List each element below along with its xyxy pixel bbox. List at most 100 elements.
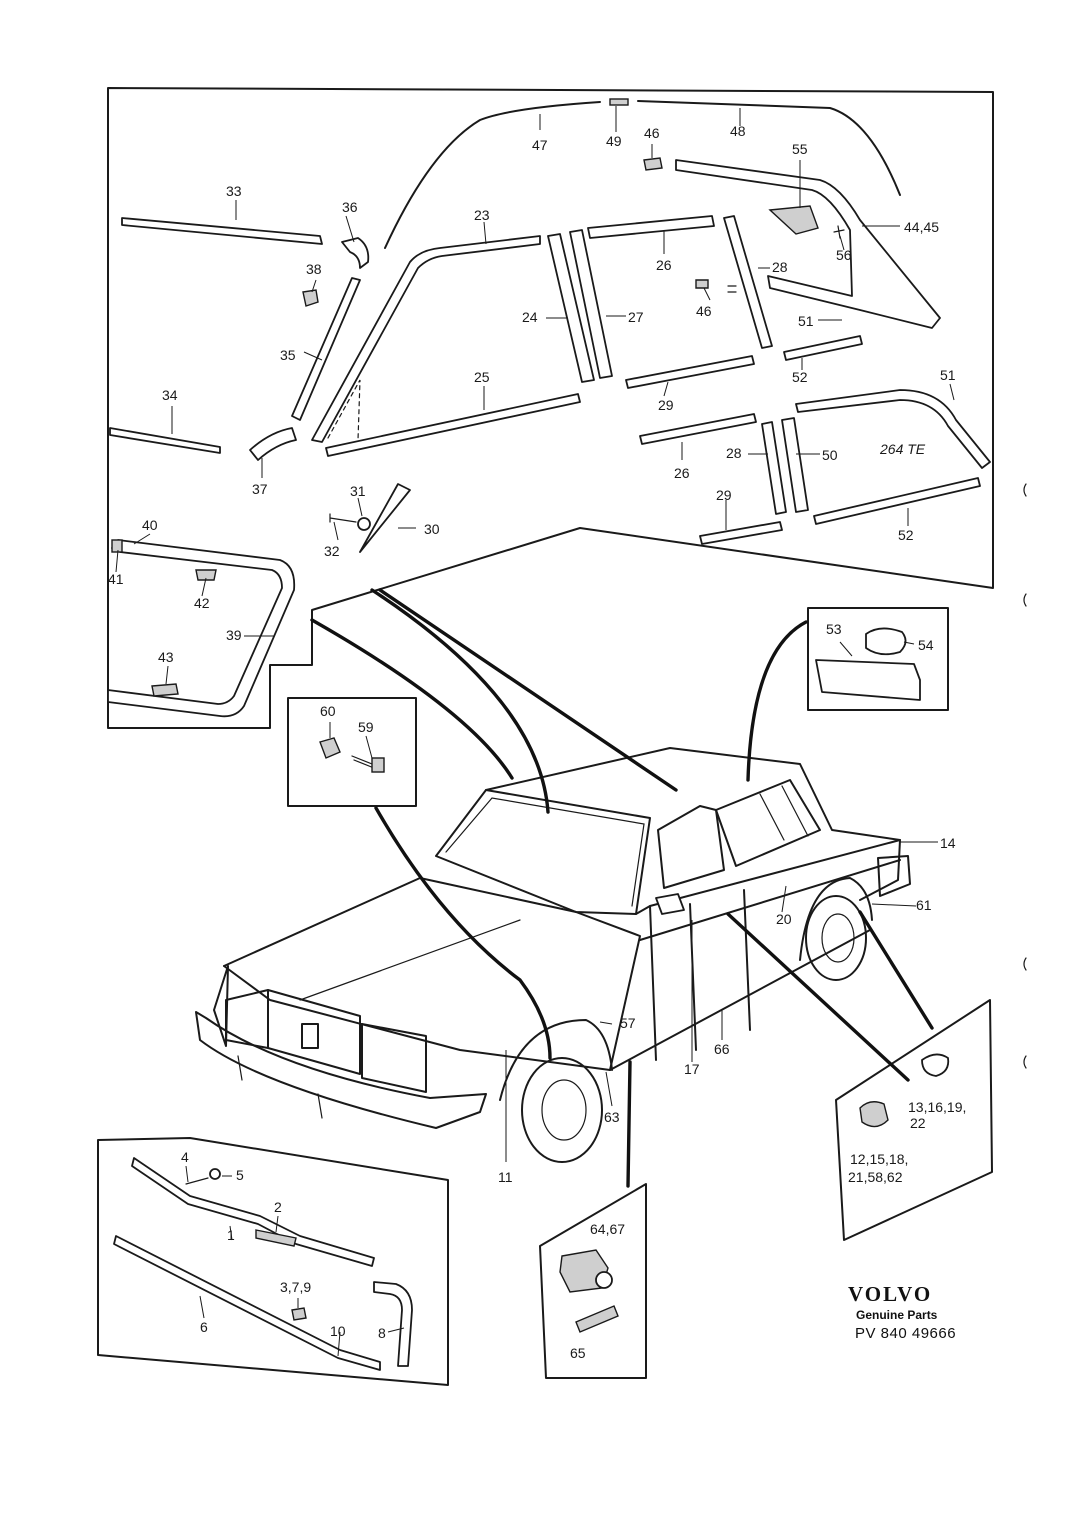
label-40: 40 <box>142 517 158 533</box>
label-36: 36 <box>342 199 358 215</box>
label-5: 5 <box>236 1167 244 1183</box>
part-54-clip <box>865 627 907 656</box>
label-43: 43 <box>158 649 174 665</box>
part-46-clip-mid <box>695 279 709 289</box>
part-32-bolt <box>329 513 357 523</box>
label-21-58-62: 21,58,62 <box>848 1169 903 1185</box>
label-54: 54 <box>918 637 934 653</box>
label-29-lower: 29 <box>716 487 732 503</box>
label-46-upper: 46 <box>644 125 660 141</box>
door-mirror <box>655 893 685 915</box>
part-5-nut <box>209 1168 221 1180</box>
part-41-end <box>111 539 123 553</box>
part-52-strip-lower <box>813 477 981 525</box>
part-37-corner <box>249 427 297 461</box>
part-8-corner <box>373 1281 413 1367</box>
part-23-frame <box>311 235 541 443</box>
label-13-16-19: 13,16,19, <box>908 1099 966 1115</box>
label-22: 22 <box>910 1115 926 1131</box>
label-2: 2 <box>274 1199 282 1215</box>
label-29-upper: 29 <box>658 397 674 413</box>
part-52-strip-upper <box>783 335 863 361</box>
label-61: 61 <box>916 897 932 913</box>
leader-lines <box>115 106 955 1357</box>
part-35-strip <box>291 277 361 421</box>
label-52-upper: 52 <box>792 369 808 385</box>
part-30-trim <box>359 483 411 553</box>
label-51-lower: 51 <box>940 367 956 383</box>
inset-clips-64-67 <box>539 1183 647 1379</box>
label-8: 8 <box>378 1325 386 1341</box>
label-26-lower: 26 <box>674 465 690 481</box>
callout-arrows <box>310 588 934 1188</box>
label-17: 17 <box>684 1061 700 1077</box>
part-51-frame <box>795 389 991 469</box>
part-44-45-seal <box>675 159 941 329</box>
part-1-moulding <box>131 1157 375 1267</box>
label-49: 49 <box>606 133 622 149</box>
car-illustration <box>195 747 911 1163</box>
label-10: 10 <box>330 1323 346 1339</box>
label-3-7-9: 3,7,9 <box>280 1279 311 1295</box>
label-26-upper: 26 <box>656 257 672 273</box>
part-33-moulding <box>121 217 323 245</box>
label-50: 50 <box>822 447 838 463</box>
part-53-moulding <box>815 659 921 701</box>
part-29-strip-lower <box>699 521 783 545</box>
label-46-mid: 46 <box>696 303 712 319</box>
inset-grille-1-10 <box>97 1137 449 1386</box>
label-30: 30 <box>424 521 440 537</box>
part-3-clip <box>291 1307 307 1321</box>
label-37: 37 <box>252 481 268 497</box>
label-57: 57 <box>620 1015 636 1031</box>
label-32: 32 <box>324 543 340 559</box>
upper-panel: 264 TE <box>107 87 994 729</box>
part-2-clip <box>255 1229 297 1247</box>
label-66: 66 <box>714 1041 730 1057</box>
label-24: 24 <box>522 309 538 325</box>
part-65-strip <box>575 1305 619 1333</box>
label-63: 63 <box>604 1109 620 1125</box>
part-38-clip <box>302 289 319 307</box>
part-6-moulding <box>113 1235 381 1371</box>
label-39: 39 <box>226 627 242 643</box>
part-60-nut <box>319 737 341 759</box>
part-49-joint <box>609 98 629 106</box>
label-28-lower: 28 <box>726 445 742 461</box>
label-4: 4 <box>181 1149 189 1165</box>
inset-rear-seal <box>107 539 296 718</box>
part-26-strip-lower <box>639 413 757 445</box>
label-12-15-18: 12,15,18, <box>850 1151 908 1167</box>
part-24-strip <box>547 233 595 383</box>
label-28-upper: 28 <box>772 259 788 275</box>
label-64-67: 64,67 <box>590 1221 625 1237</box>
label-52-lower: 52 <box>898 527 914 543</box>
label-27: 27 <box>628 309 644 325</box>
label-44-45: 44,45 <box>904 219 939 235</box>
inset-clips-59-60 <box>287 697 417 807</box>
label-14: 14 <box>940 835 956 851</box>
part-47-strip <box>384 101 601 249</box>
label-33: 33 <box>226 183 242 199</box>
label-38: 38 <box>306 261 322 277</box>
part-56-screw <box>833 225 845 239</box>
part-13-clip <box>921 1053 950 1077</box>
rear-wheel <box>805 895 867 981</box>
label-59: 59 <box>358 719 374 735</box>
label-34: 34 <box>162 387 178 403</box>
label-60: 60 <box>320 703 336 719</box>
label-11: 11 <box>498 1169 513 1185</box>
part-29-strip-upper <box>625 355 755 389</box>
part-34-moulding <box>109 427 221 454</box>
label-1: 1 <box>227 1227 235 1243</box>
label-42: 42 <box>194 595 210 611</box>
inset-53-54 <box>807 607 949 711</box>
part-42-clip <box>195 569 217 581</box>
part-26-strip-upper <box>587 215 715 239</box>
part-25-strip <box>325 393 581 457</box>
part-28-strip-lower <box>761 421 787 515</box>
label-25: 25 <box>474 369 490 385</box>
label-65: 65 <box>570 1345 586 1361</box>
variant-label: 264 TE <box>879 441 926 457</box>
